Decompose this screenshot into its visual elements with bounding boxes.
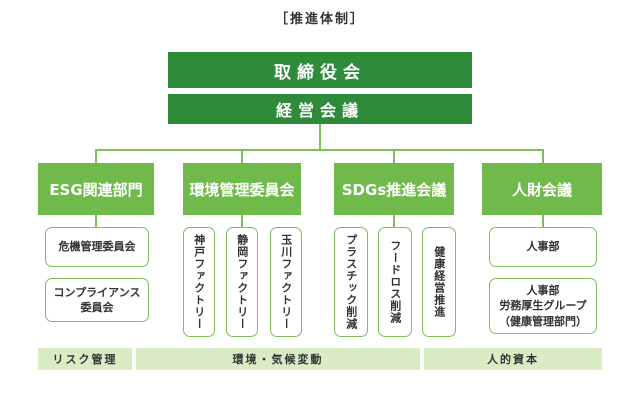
shizuoka-factory: 静岡ファクトリー (226, 227, 258, 337)
compliance-committee: コンプライアンス 委員会 (45, 278, 149, 322)
committee-esg: ESG関連部門 (38, 163, 154, 215)
committee-human-resources: 人財会議 (482, 163, 602, 215)
crisis-management-committee: 危機管理委員会 (45, 227, 149, 267)
committee-sdgs: SDGs推進会議 (334, 163, 454, 215)
connector-drop-1 (95, 149, 97, 164)
connector-trunk (319, 124, 321, 150)
tamagawa-factory: 玉川ファクトリー (270, 227, 302, 337)
committee-environment: 環境管理委員会 (183, 163, 301, 215)
hr-labor-welfare-group: 人事部 労務厚生グループ （健康管理部門） (489, 278, 597, 334)
management-meeting-box: 経営会議 (168, 94, 472, 124)
diagram-title: ［推進体制］ (274, 12, 365, 27)
hr-department: 人事部 (489, 227, 597, 267)
sub-connector-3 (393, 215, 395, 227)
sub-connector-2 (241, 215, 243, 227)
sub-connector-4 (542, 215, 544, 227)
sub-connector-1 (95, 215, 97, 227)
footer-environment-climate: 環境・気候変動 (136, 348, 420, 370)
food-loss-reduction: フードロス削減 (378, 227, 412, 337)
board-of-directors-box: 取締役会 (168, 52, 472, 88)
footer-risk-management: リスク管理 (38, 348, 132, 370)
kobe-factory: 神戸ファクトリー (183, 227, 215, 337)
connector-drop-2 (241, 149, 243, 164)
connector-drop-3 (393, 149, 395, 164)
plastic-reduction: プラスチック削減 (334, 227, 368, 337)
footer-human-capital: 人的資本 (424, 348, 602, 370)
connector-drop-4 (542, 149, 544, 164)
health-management-promotion: 健康経営推進 (422, 227, 456, 337)
connector-horizontal (95, 149, 544, 151)
